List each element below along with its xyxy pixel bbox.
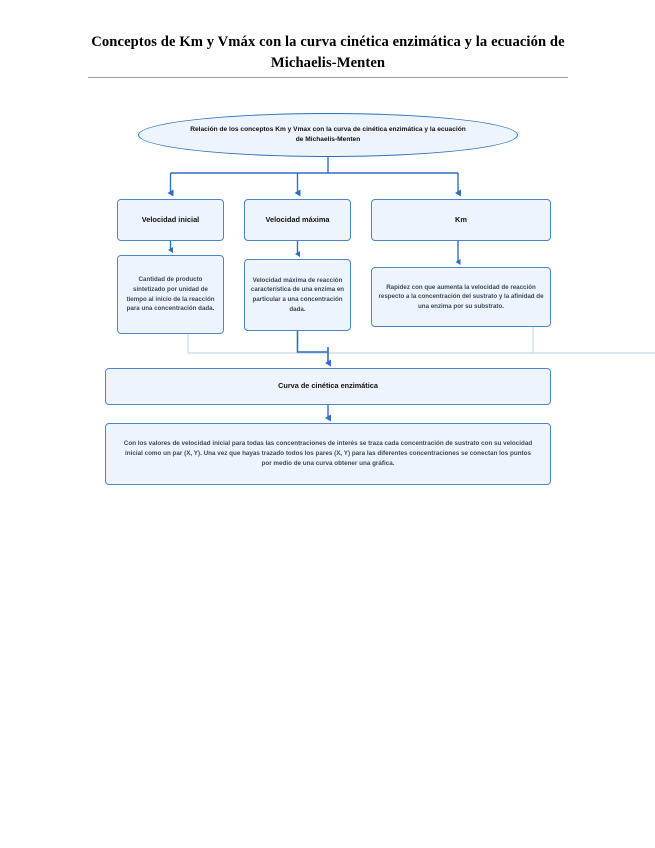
title-divider	[88, 77, 568, 79]
connector-root-to-bus	[170, 157, 458, 174]
velocidad-inicial-label: Velocidad inicial	[141, 214, 200, 224]
km-label: Km	[455, 214, 467, 224]
curva-cinetica-label: Curva de cinética enzimática	[278, 381, 378, 391]
km-description: Rapidez con que aumenta la velocidad de …	[378, 283, 544, 310]
page-title: Conceptos de Km y Vmáx con la curva ciné…	[91, 34, 565, 71]
connector-descriptions-to-curve	[187, 327, 655, 367]
flowchart-node-procedimiento[interactable]: Con los valores de velocidad inicial par…	[105, 423, 551, 485]
flowchart-node-velocidad-maxima-description[interactable]: Velocidad máxima de reacción característ…	[244, 259, 351, 331]
flowchart-node-km[interactable]: Km	[371, 199, 551, 241]
flowchart-node-velocidad-maxima[interactable]: Velocidad máxima	[244, 199, 351, 241]
connector-bus-to-heads	[167, 173, 461, 197]
velocidad-maxima-description: Velocidad máxima de reacción característ…	[250, 276, 345, 313]
flowchart-node-velocidad-inicial-description[interactable]: Cantidad de producto sintetizado por uni…	[117, 255, 224, 334]
title-block: Conceptos de Km y Vmáx con la curva ciné…	[88, 32, 568, 79]
procedimiento-label: Con los valores de velocidad inicial par…	[123, 439, 533, 468]
flowchart-node-km-description[interactable]: Rapidez con que aumenta la velocidad de …	[371, 267, 551, 327]
root-label: Relación de los conceptos Km y Vmax con …	[190, 125, 466, 143]
flowchart-node-curva-cinetica[interactable]: Curva de cinética enzimática	[105, 368, 551, 405]
velocidad-inicial-description: Cantidad de producto sintetizado por uni…	[126, 276, 215, 313]
flowchart-node-root[interactable]: Relación de los conceptos Km y Vmax con …	[138, 113, 518, 157]
velocidad-maxima-label: Velocidad máxima	[265, 214, 330, 224]
flowchart-node-velocidad-inicial[interactable]: Velocidad inicial	[117, 199, 224, 241]
